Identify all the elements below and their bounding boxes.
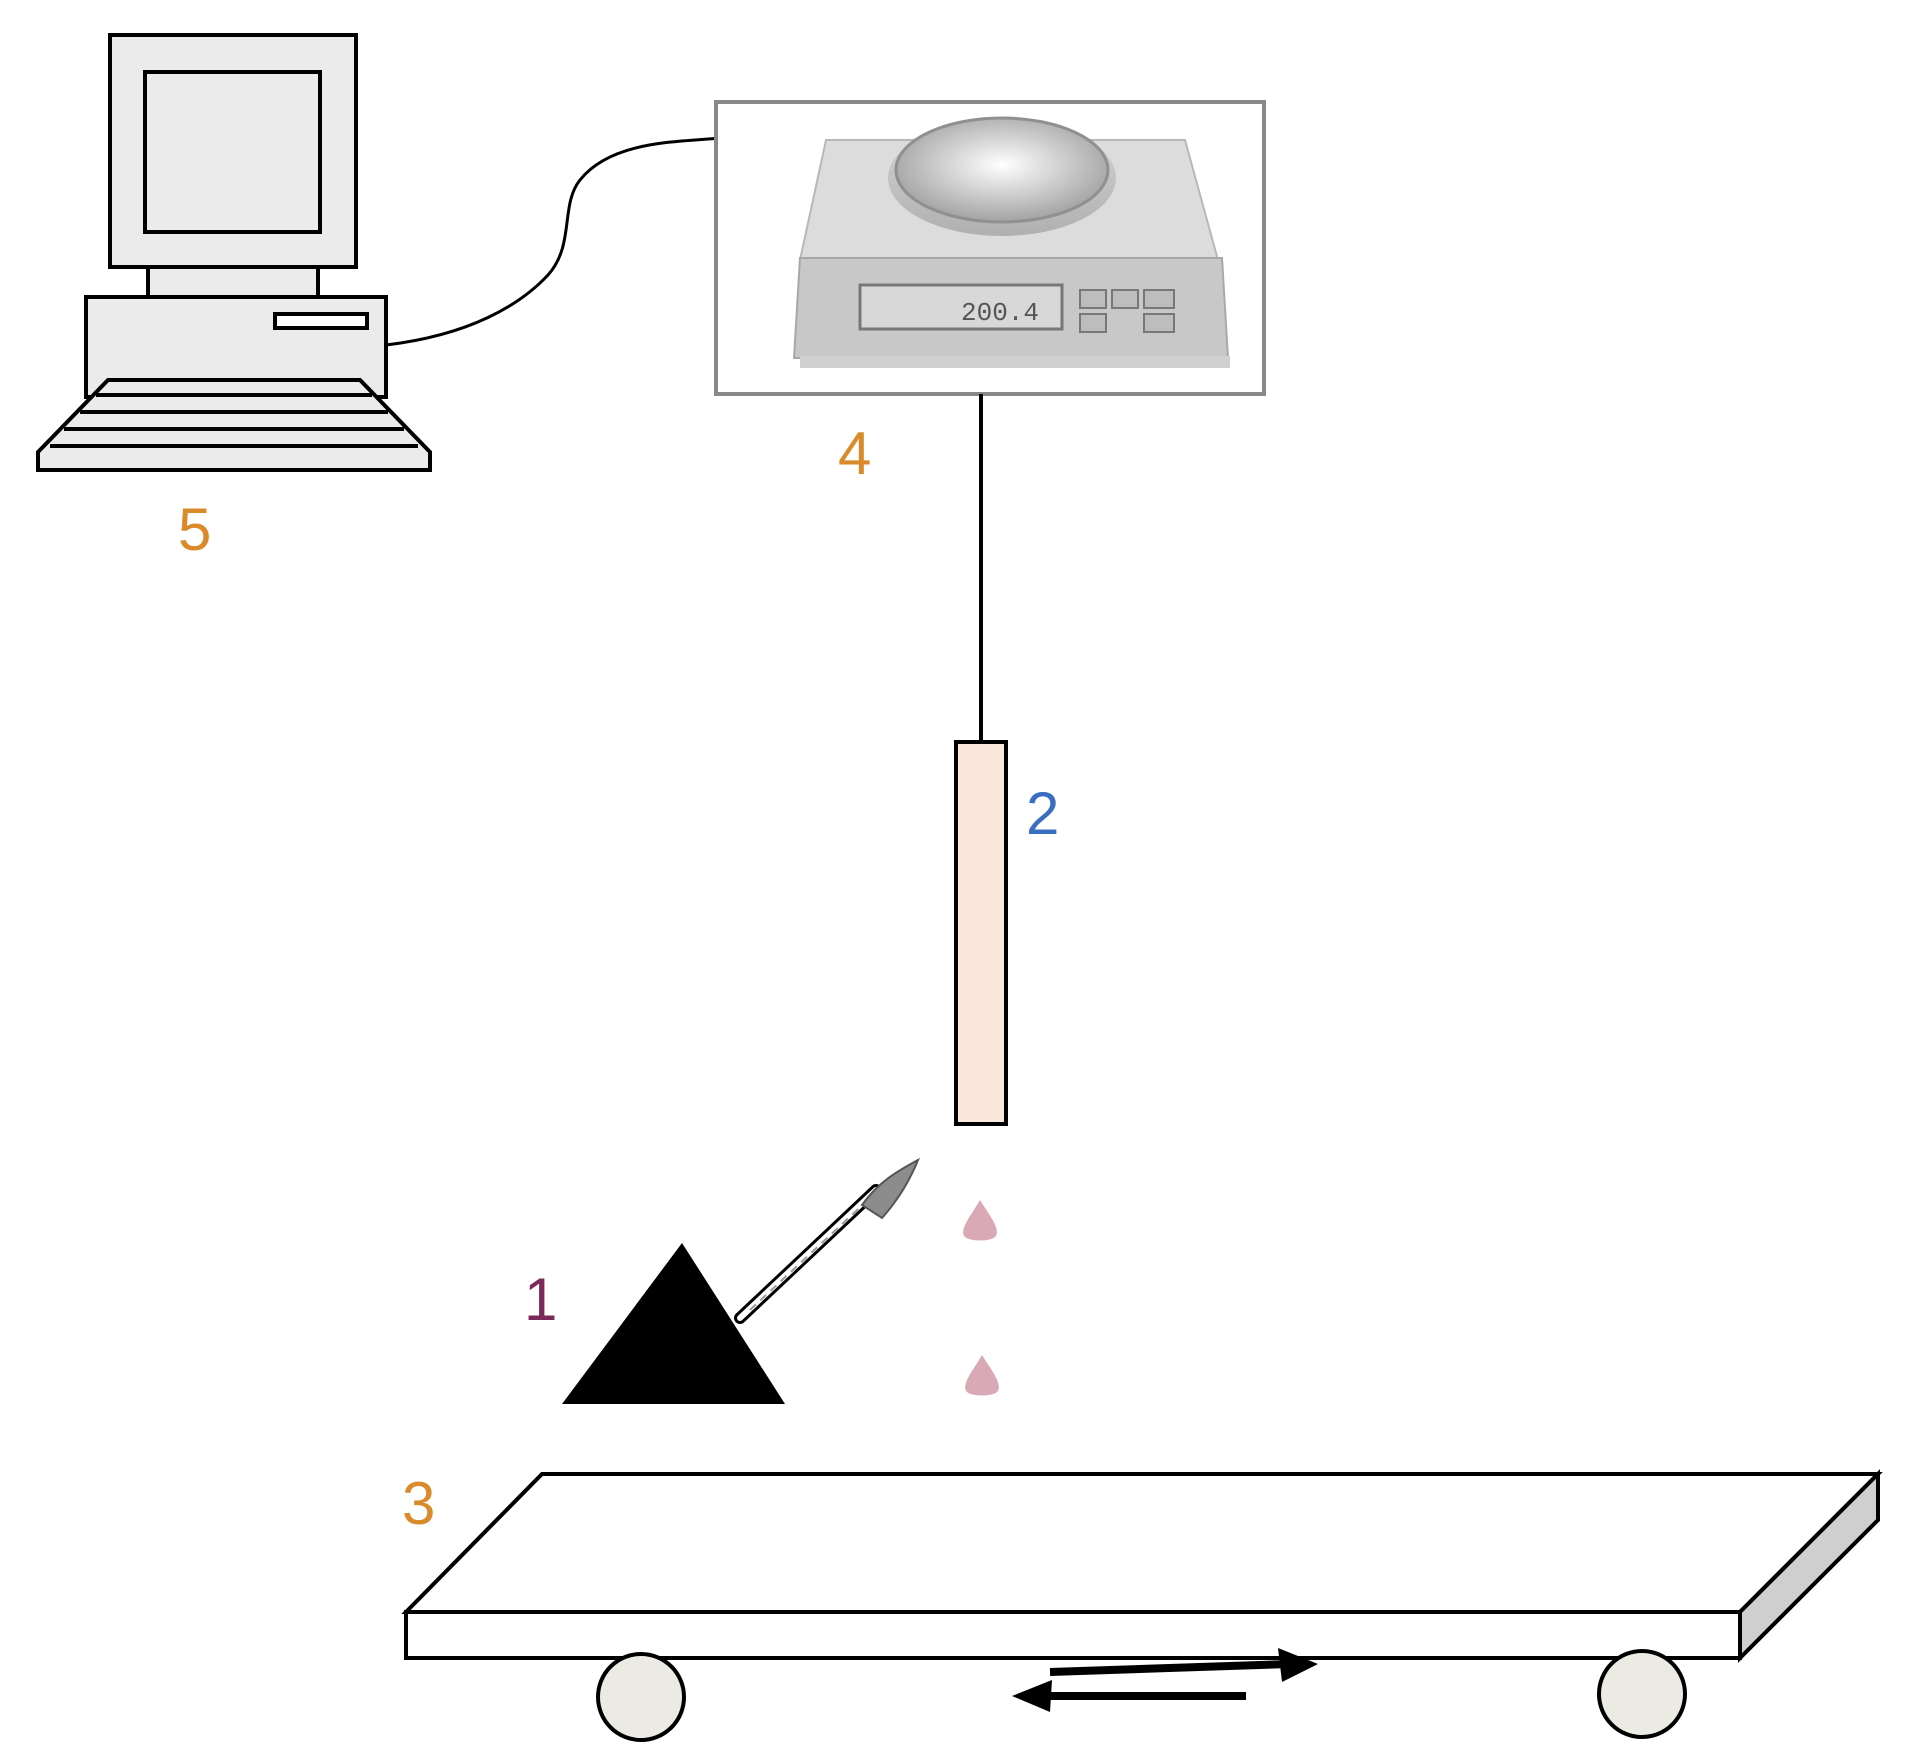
droplet-icon [965, 1355, 999, 1396]
balance-icon: 200.4 [714, 100, 1266, 396]
balance-base [800, 356, 1230, 368]
nozzle-icon [562, 1157, 920, 1404]
label-4: 4 [838, 420, 871, 487]
wheel-icon [1597, 1649, 1687, 1739]
balance-button [1143, 313, 1175, 333]
balance-button [1143, 289, 1175, 309]
nozzle-tip [860, 1157, 920, 1220]
nozzle-barrel [737, 1187, 879, 1321]
balance-button [1111, 289, 1139, 309]
arrowhead-left [1012, 1680, 1052, 1712]
label-5: 5 [178, 496, 211, 563]
balance-button [1079, 313, 1107, 333]
balance-display: 200.4 [961, 298, 1039, 328]
disk-drive-slot [273, 312, 369, 330]
arrow-icon [1012, 1648, 1318, 1712]
belt-side [1738, 1469, 1880, 1663]
belt-front [404, 1610, 1742, 1660]
balance-dish-inner [894, 116, 1110, 224]
balance-display-panel [858, 283, 1064, 331]
conveyor-belt [401, 1469, 1883, 1742]
computer-icon [36, 33, 432, 472]
keyboard [36, 378, 432, 472]
wheel-icon [596, 1652, 686, 1742]
label-1: 1 [524, 1266, 557, 1333]
monitor-screen [143, 70, 322, 234]
balance-button [1079, 289, 1107, 309]
label-3: 3 [402, 1470, 435, 1537]
label-2: 2 [1026, 780, 1059, 847]
belt-top [401, 1472, 1883, 1614]
nozzle-base [562, 1243, 785, 1404]
monitor-neck [146, 265, 320, 299]
arrowhead-right [1278, 1648, 1318, 1682]
arrow-right [1049, 1660, 1291, 1676]
sample-tube [954, 740, 1008, 1126]
droplet-icon [963, 1200, 997, 1241]
